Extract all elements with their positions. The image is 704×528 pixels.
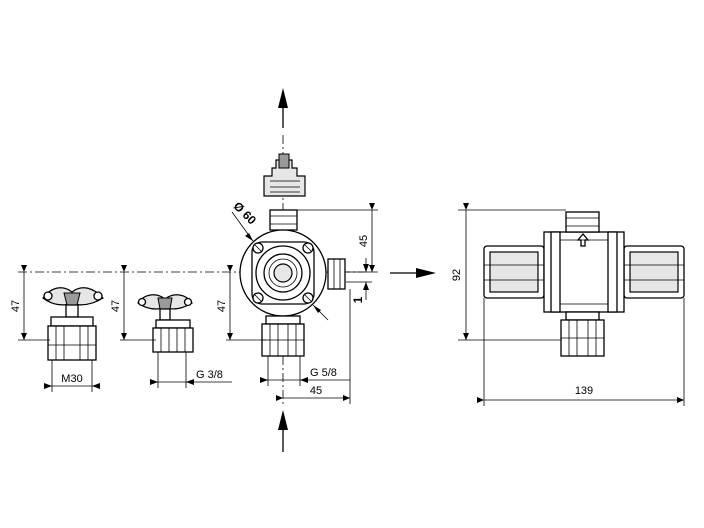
dim-side-length: 139: [575, 385, 593, 397]
dim-valve-mid-thread: G 3/8: [196, 369, 223, 381]
flow-arrow-right: [390, 268, 436, 278]
main-body: [239, 209, 346, 357]
dim-outlet-thread: G 5/8: [310, 367, 337, 379]
top-cap: [263, 153, 306, 197]
valve-middle: [137, 294, 194, 353]
dim-side-height: 92: [451, 269, 463, 281]
valve-left: [42, 287, 104, 361]
center-lines: [18, 135, 364, 405]
dim-body-height: 47: [216, 300, 228, 312]
dimension-lines: [18, 203, 685, 406]
dim-valve-left-height: 47: [10, 300, 22, 312]
dim-body-diameter: Ø 60: [231, 199, 260, 228]
dim-valve-left-thread: M30: [61, 373, 82, 385]
flow-arrow-up: [278, 88, 288, 128]
dim-body-width: 45: [310, 385, 322, 397]
dim-body-offset: 1: [351, 296, 365, 303]
side-view: [483, 211, 685, 357]
flow-arrow-in: [278, 410, 288, 452]
dim-valve-mid-height: 47: [110, 300, 122, 312]
dim-body-upper-height: 45: [358, 235, 370, 247]
